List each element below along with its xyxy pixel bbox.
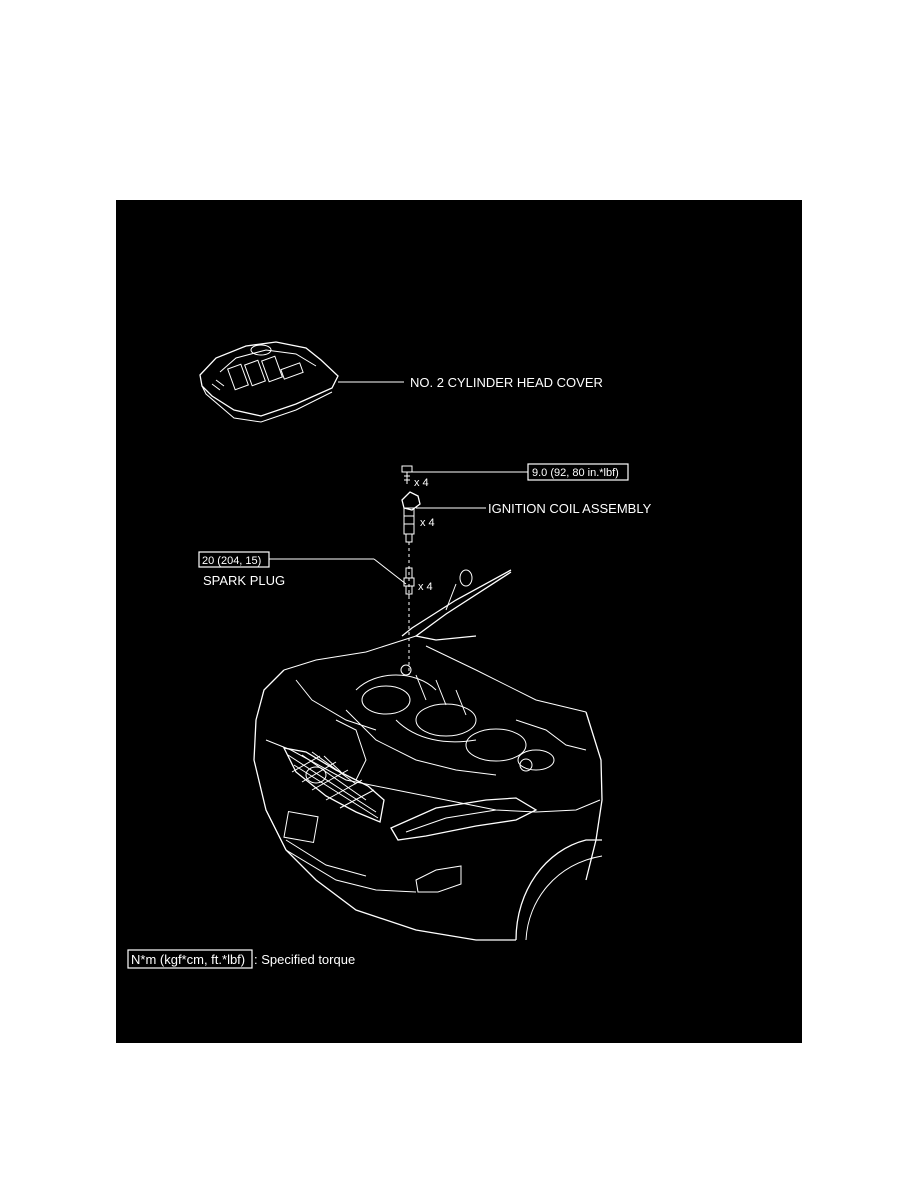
coil-bolt-illustration bbox=[401, 465, 413, 484]
bolt-torque-box bbox=[527, 463, 629, 481]
spark-plug-label: SPARK PLUG bbox=[203, 573, 285, 588]
vehicle-front-illustration bbox=[253, 569, 603, 941]
spark-plug-quantity: x 4 bbox=[418, 581, 433, 593]
spark-plug-torque-value: 20 (204, 15) bbox=[202, 555, 261, 567]
ignition-coil-illustration bbox=[401, 491, 421, 543]
bolt-torque-value: 9.0 (92, 80 in.*lbf) bbox=[532, 467, 619, 479]
coil-label: IGNITION COIL ASSEMBLY bbox=[488, 501, 652, 516]
head-cover-illustration bbox=[199, 341, 339, 423]
spark-plug-leader-diag bbox=[373, 558, 407, 585]
head-cover-label: NO. 2 CYLINDER HEAD COVER bbox=[410, 375, 603, 390]
diagram-panel: NO. 2 CYLINDER HEAD COVER x 4 9.0 (92, 8… bbox=[116, 200, 802, 1043]
spark-plug-illustration bbox=[403, 567, 415, 598]
legend-unit: N*m (kgf*cm, ft.*lbf) bbox=[131, 952, 245, 967]
legend-unit-box bbox=[127, 949, 253, 969]
diagram-drawing: NO. 2 CYLINDER HEAD COVER x 4 9.0 (92, 8… bbox=[127, 341, 652, 969]
legend-description: : Specified torque bbox=[254, 952, 355, 967]
bolt-quantity: x 4 bbox=[414, 477, 429, 489]
coil-quantity: x 4 bbox=[420, 517, 435, 529]
